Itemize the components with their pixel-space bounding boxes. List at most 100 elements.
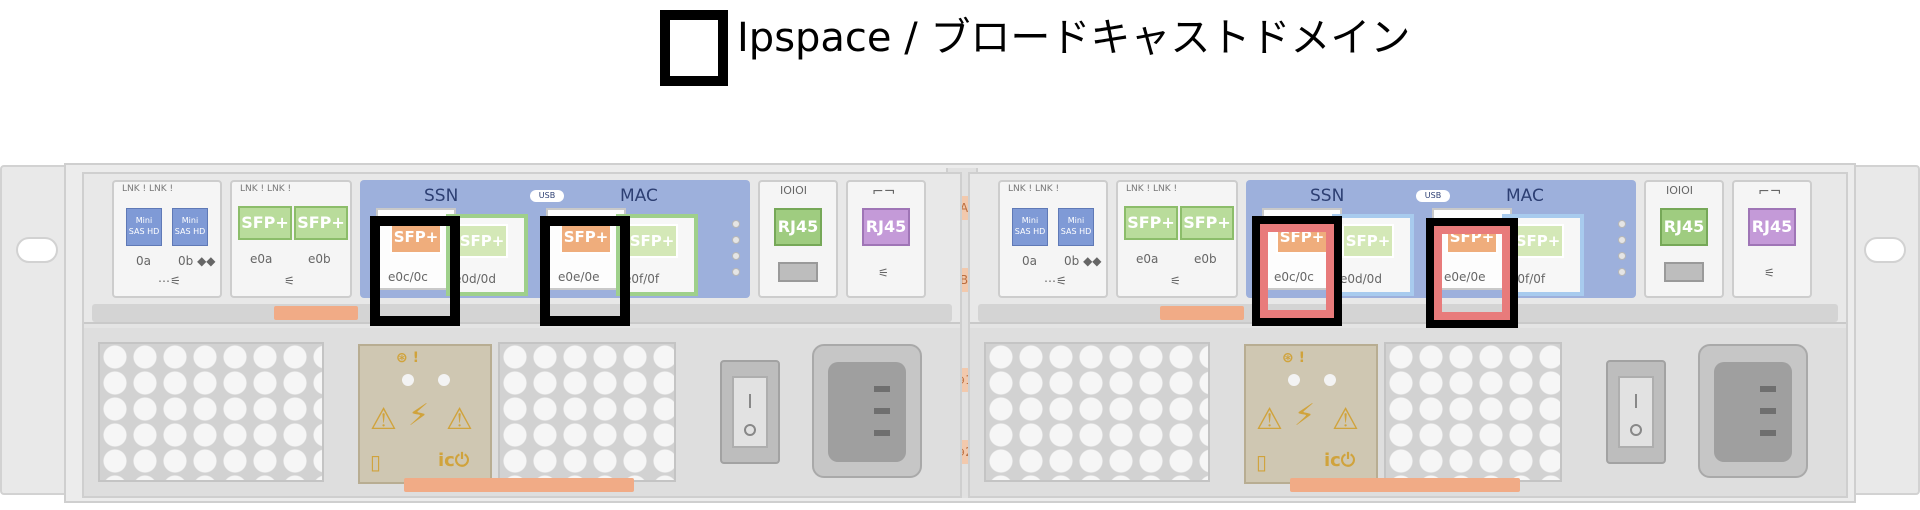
iec-pin bbox=[1760, 430, 1776, 436]
sfp-port-e0b[interactable]: SFP+ bbox=[1180, 206, 1234, 240]
sfp-port-e0e[interactable]: SFP+ bbox=[560, 220, 612, 254]
high-voltage-icon: ⚡ bbox=[1294, 398, 1316, 433]
controller-handle[interactable] bbox=[978, 304, 1838, 322]
ac-ok-icon: ⊛ ! bbox=[1282, 350, 1305, 366]
sfp-port-e0a[interactable]: SFP+ bbox=[1124, 206, 1178, 240]
psu-handle[interactable] bbox=[1290, 478, 1520, 492]
status-led bbox=[1618, 220, 1626, 228]
status-led bbox=[732, 268, 740, 276]
controller-module-b: LNK ! LNK ! Mini SAS HD Mini SAS HD 0a 0… bbox=[968, 172, 1848, 498]
status-led bbox=[1618, 236, 1626, 244]
status-led bbox=[1618, 268, 1626, 276]
port-label-e0a: e0a bbox=[1136, 252, 1159, 266]
port-label-e0a: e0a bbox=[250, 252, 273, 266]
high-voltage-icon: ⚡ bbox=[408, 398, 430, 433]
lnk-label: LNK ! LNK ! bbox=[1008, 184, 1060, 194]
psu-led bbox=[1288, 374, 1300, 386]
sfp-port-e0b[interactable]: SFP+ bbox=[294, 206, 348, 240]
mini-sas-port-0a[interactable]: Mini SAS HD bbox=[1012, 208, 1048, 246]
controller-row: LNK ! LNK ! Mini SAS HD Mini SAS HD 0a 0… bbox=[970, 174, 1846, 324]
psu-led bbox=[402, 374, 414, 386]
port-label-e0b: e0b bbox=[1194, 252, 1217, 266]
iec-pin bbox=[874, 408, 890, 414]
port-label-e0d: e0d/0d bbox=[1340, 272, 1382, 286]
mac-label: MAC bbox=[1506, 186, 1544, 206]
standby-icon: ic⏻ bbox=[438, 450, 470, 471]
rj45-console-port[interactable]: RJ45 bbox=[774, 208, 822, 246]
mini-sas-port-0b[interactable]: Mini SAS HD bbox=[1058, 208, 1094, 246]
psu-handle[interactable] bbox=[404, 478, 634, 492]
power-switch-rocker[interactable] bbox=[732, 376, 768, 448]
status-led bbox=[1618, 252, 1626, 260]
sfp-port-e0f[interactable]: SFP+ bbox=[1512, 224, 1564, 258]
switch-on-mark bbox=[749, 394, 751, 408]
rj45-mgmt-port[interactable]: RJ45 bbox=[1748, 208, 1796, 246]
power-switch-rocker[interactable] bbox=[1618, 376, 1654, 448]
switch-off-mark bbox=[744, 424, 756, 436]
warning-icon: ⚠ bbox=[1332, 402, 1359, 437]
iec-pin bbox=[1760, 408, 1776, 414]
mini-sas-port-0b[interactable]: Mini SAS HD bbox=[172, 208, 208, 246]
warning-icon: ⚠ bbox=[446, 402, 473, 437]
sfp-port-e0d[interactable]: SFP+ bbox=[456, 224, 508, 258]
switch-on-mark bbox=[1635, 394, 1637, 408]
network-icon: ⋯⚟ bbox=[1044, 274, 1067, 288]
port-cage-e0d: SFP+ e0d/0d bbox=[1332, 214, 1414, 296]
ssn-label: SSN bbox=[424, 186, 459, 206]
console-bay: IOIOI RJ45 bbox=[758, 180, 838, 298]
ssn-label: SSN bbox=[1310, 186, 1345, 206]
iec-pin bbox=[1760, 386, 1776, 392]
release-latch[interactable] bbox=[274, 306, 358, 320]
mount-hole bbox=[16, 237, 58, 263]
port-label-e0f: e0f/0f bbox=[624, 272, 660, 286]
iec-inlet-icon[interactable] bbox=[812, 344, 922, 478]
rj45-mgmt-port[interactable]: RJ45 bbox=[862, 208, 910, 246]
psu-fan-grille bbox=[984, 342, 1210, 482]
highlight-box-a-e0c bbox=[370, 216, 460, 326]
wrench-icon: ⌐¬ bbox=[1758, 184, 1782, 200]
network-icon: ⚟ bbox=[1170, 274, 1181, 288]
sas-bay: LNK ! LNK ! Mini SAS HD Mini SAS HD 0a 0… bbox=[998, 180, 1108, 298]
network-icon: ⚟ bbox=[1764, 266, 1775, 280]
legend-text: Ipspace / ブロードキャストドメイン bbox=[737, 15, 1411, 61]
psu-led bbox=[438, 374, 450, 386]
psu-label-panel: ⊛ ! ⚠ ⚡ ⚠ ▯ ic⏻ bbox=[1244, 344, 1378, 484]
port-label-e0c: e0c/0c bbox=[388, 270, 428, 284]
usb-badge: USB bbox=[1416, 190, 1450, 202]
iec-inlet-icon[interactable] bbox=[1698, 344, 1808, 478]
sfp-port-e0d[interactable]: SFP+ bbox=[1342, 224, 1394, 258]
onboard-sfp-bay: LNK ! LNK ! SFP+ SFP+ e0a e0b ⚟ bbox=[230, 180, 352, 298]
ac-ok-icon: ⊛ ! bbox=[396, 350, 419, 366]
release-latch[interactable] bbox=[1160, 306, 1244, 320]
sfp-port-e0f[interactable]: SFP+ bbox=[626, 224, 678, 258]
controller-handle[interactable] bbox=[92, 304, 952, 322]
network-icon: ⚟ bbox=[878, 266, 889, 280]
controller-row: LNK ! LNK ! Mini SAS HD Mini SAS HD 0a 0… bbox=[84, 174, 960, 324]
port-label-e0e: e0e/0e bbox=[558, 270, 600, 284]
mount-hole bbox=[1864, 237, 1906, 263]
rack-ear-right bbox=[1848, 165, 1920, 495]
psu-fan-grille bbox=[1384, 342, 1562, 482]
iec-socket bbox=[1714, 362, 1792, 462]
rj45-console-port[interactable]: RJ45 bbox=[1660, 208, 1708, 246]
serial-icon: IOIOI bbox=[780, 184, 808, 197]
psu-row: ⊛ ! ⚠ ⚡ ⚠ ▯ ic⏻ bbox=[970, 328, 1846, 496]
warning-icon: ⚠ bbox=[1256, 402, 1283, 437]
usb-port[interactable] bbox=[1664, 262, 1704, 282]
usb-port[interactable] bbox=[778, 262, 818, 282]
manual-icon: ▯ bbox=[370, 450, 382, 474]
serial-icon: IOIOI bbox=[1666, 184, 1694, 197]
port-label-e0c: e0c/0c bbox=[1274, 270, 1314, 284]
port-label-0a: 0a bbox=[136, 254, 151, 268]
power-switch-icon[interactable] bbox=[720, 360, 780, 464]
sfp-port-e0a[interactable]: SFP+ bbox=[238, 206, 292, 240]
port-label-e0b: e0b bbox=[308, 252, 331, 266]
port-label-0b: 0b ◆◆ bbox=[1064, 254, 1102, 268]
status-led bbox=[732, 252, 740, 260]
mini-sas-port-0a[interactable]: Mini SAS HD bbox=[126, 208, 162, 246]
psu-row: ⊛ ! ⚠ ⚡ ⚠ ▯ ic⏻ bbox=[84, 328, 960, 496]
wrench-icon: ⌐¬ bbox=[872, 184, 896, 200]
lnk-label: LNK ! LNK ! bbox=[122, 184, 174, 194]
power-switch-icon[interactable] bbox=[1606, 360, 1666, 464]
legend-swatch bbox=[660, 10, 728, 86]
